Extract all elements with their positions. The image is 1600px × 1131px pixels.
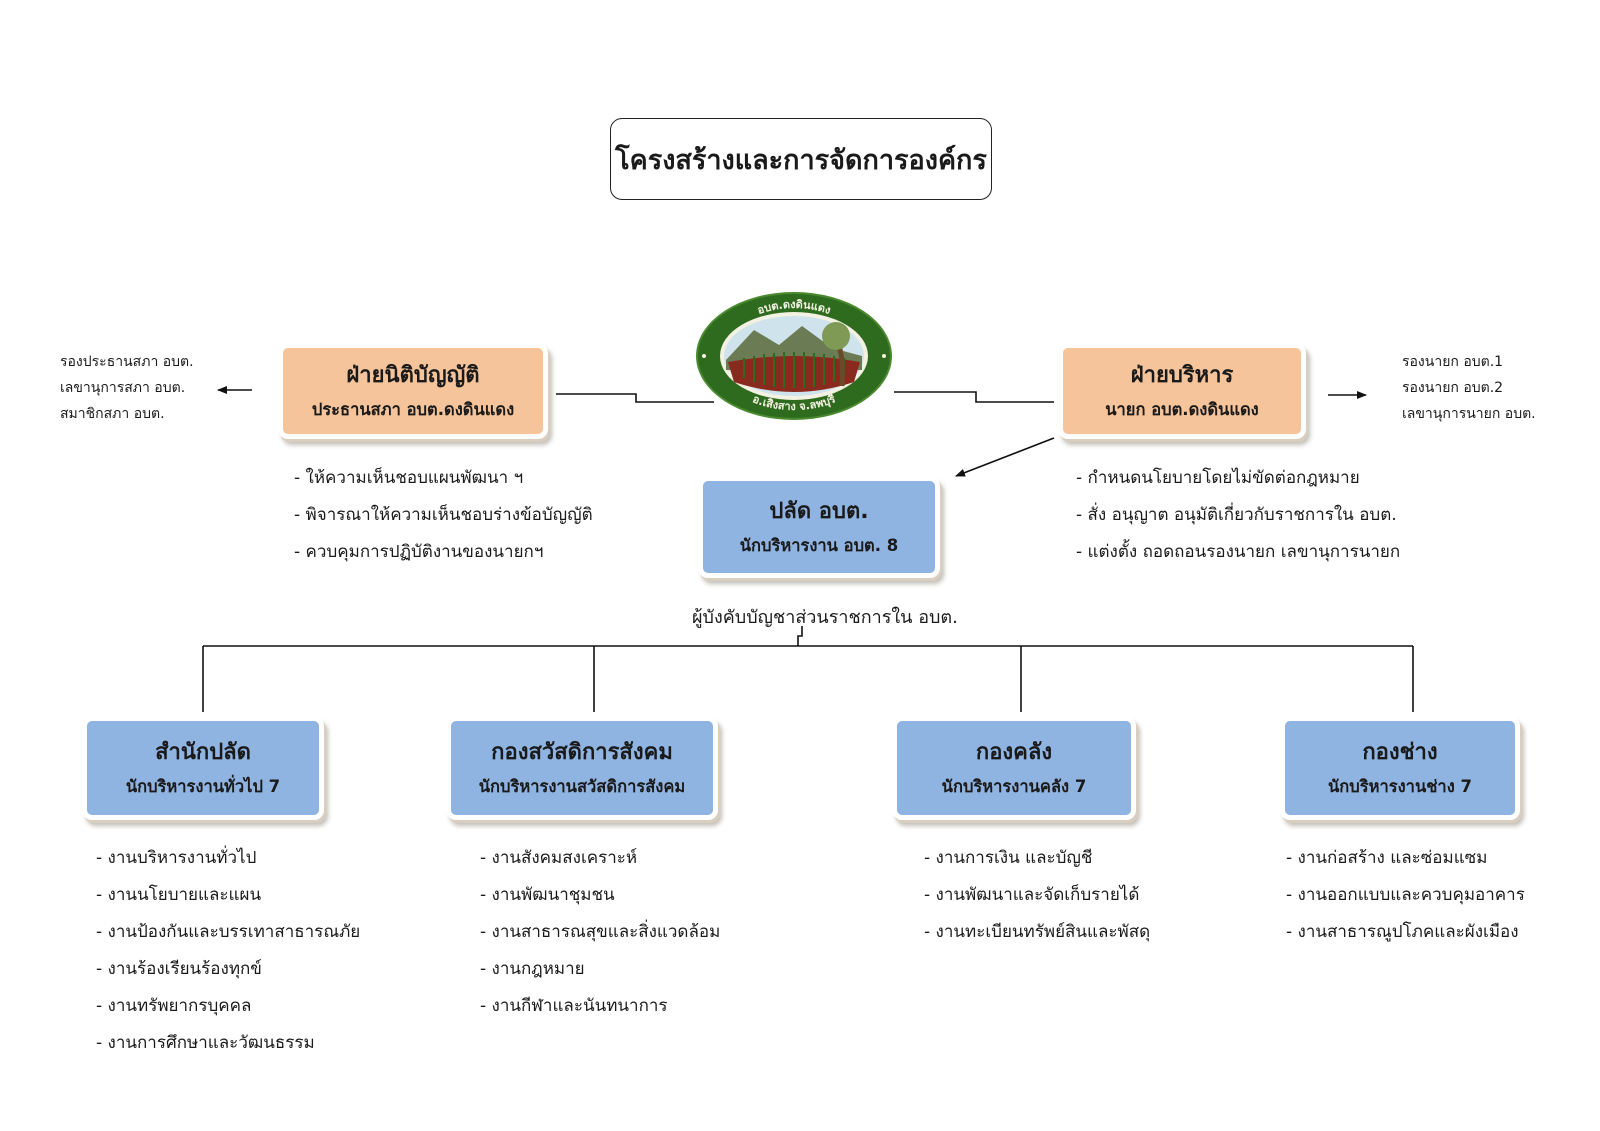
list-item: - สั่ง อนุญาต อนุมัติเกี่ยวกับราชการใน อ… [1076,505,1397,525]
division-subtitle: นักบริหารงานช่าง 7 [1328,776,1472,796]
list-item: - งานพัฒนาชุมชน [480,885,615,905]
list-item: เลขานุการสภา อบต. [60,380,186,396]
list-item: สมาชิกสภา อบต. [60,406,165,422]
list-item: - งานพัฒนาและจัดเก็บรายได้ [924,885,1140,905]
list-item: - งานทะเบียนทรัพย์สินและพัสดุ [924,922,1151,942]
list-item: - งานทรัพยากรบุคคล [96,996,252,1016]
legislative-side-list: รองประธานสภา อบต. เลขานุการสภา อบต. สมาช… [60,349,194,427]
svg-text:อบต.ดงดินแดง: อบต.ดงดินแดง [756,298,833,317]
list-item: - งานสาธารณูปโภคและผังเมือง [1286,922,1519,942]
division-node-welfare: กองสวัสดิการสังคม นักบริหารงานสวัสดิการส… [446,716,718,820]
palad-caption: ผู้บังคับบัญชาส่วนราชการใน อบต. [692,607,958,628]
list-item: เลขานุการนายก อบต. [1402,406,1536,422]
division-title: กองสวัสดิการสังคม [491,740,673,766]
list-item: - งานการศึกษาและวัฒนธรรม [96,1033,315,1053]
legislative-title: ฝ่ายนิติบัญญัติ [346,363,480,389]
list-item: - งานการเงิน และบัญชี [924,848,1093,868]
division-node-finance: กองคลัง นักบริหารงานคลัง 7 [892,716,1136,820]
executive-duties: - กำหนดนโยบายโดยไม่ขัดต่อกฎหมาย - สั่ง อ… [1076,460,1400,571]
palad-node: ปลัด อบต. นักบริหารงาน อบต. 8 [698,476,940,578]
division-subtitle: นักบริหารงานคลัง 7 [941,776,1087,796]
division-title: กองคลัง [975,740,1053,766]
list-item: - งานสาธารณสุขและสิ่งแวดล้อม [480,922,721,942]
division-tasks-engineering: - งานก่อสร้าง และซ่อมแซม - งานออกแบบและค… [1286,840,1525,951]
executive-title: ฝ่ายบริหาร [1130,363,1234,389]
executive-node: ฝ่ายบริหาร นายก อบต.ดงดินแดง [1058,343,1306,439]
division-subtitle: นักบริหารงานทั่วไป 7 [125,776,281,796]
legislative-logo-connector [556,393,714,403]
legislative-duties: - ให้ความเห็นชอบแผนพัฒนา ฯ - พิจารณาให้ค… [294,460,593,571]
division-tasks-office: - งานบริหารงานทั่วไป - งานนโยบายและแผน -… [96,840,360,1062]
division-tasks-welfare: - งานสังคมสงเคราะห์ - งานพัฒนาชุมชน - งา… [480,840,720,1025]
list-item: - งานร้องเรียนร้องทุกข์ [96,959,262,979]
list-item: รองประธานสภา อบต. [60,354,194,370]
list-item: - งานก่อสร้าง และซ่อมแซม [1286,848,1488,868]
palad-title: ปลัด อบต. [769,499,869,525]
executive-side-list: รองนายก อบต.1 รองนายก อบต.2 เลขานุการนาย… [1402,349,1536,427]
organization-logo: อบต.ดงดินแดง อ.เสิงสาง จ.ลพบุรี [694,290,894,422]
list-item: - งานออกแบบและควบคุมอาคาร [1286,885,1525,905]
logo-executive-connector [894,391,1054,403]
division-subtitle: นักบริหารงานสวัสดิการสังคม [478,776,686,796]
list-item: - กำหนดนโยบายโดยไม่ขัดต่อกฎหมาย [1076,468,1360,488]
list-item: - งานกีฬาและนันทนาการ [480,996,668,1016]
legislative-node: ฝ่ายนิติบัญญัติ ประธานสภา อบต.ดงดินแดง [278,343,548,439]
legislative-subtitle: ประธานสภา อบต.ดงดินแดง [311,399,515,419]
list-item: - ให้ความเห็นชอบแผนพัฒนา ฯ [294,468,524,488]
palad-subtitle: นักบริหารงาน อบต. 8 [739,535,899,555]
division-title: กองช่าง [1362,740,1438,766]
list-item: - งานกฎหมาย [480,959,585,979]
executive-subtitle: นายก อบต.ดงดินแดง [1105,399,1259,419]
division-node-office: สำนักปลัด นักบริหารงานทั่วไป 7 [82,716,324,820]
division-tasks-finance: - งานการเงิน และบัญชี - งานพัฒนาและจัดเก… [924,840,1150,951]
list-item: - ควบคุมการปฏิบัติงานของนายกฯ [294,542,544,562]
list-item: - งานป้องกันและบรรเทาสาธารณภัย [96,922,361,942]
division-node-engineering: กองช่าง นักบริหารงานช่าง 7 [1280,716,1520,820]
division-title: สำนักปลัด [155,740,251,766]
list-item: - แต่งตั้ง ถอดถอนรองนายก เลขานุการนายก [1076,542,1401,562]
executive-palad-arrow [955,437,1055,477]
page-title: โครงสร้างและการจัดการองค์กร [610,118,992,200]
list-item: - พิจารณาให้ความเห็นชอบร่างข้อบัญญัติ [294,505,593,525]
list-item: รองนายก อบต.1 [1402,354,1504,370]
list-item: รองนายก อบต.2 [1402,380,1504,396]
palad-bus-connector [797,626,803,646]
list-item: - งานสังคมสงเคราะห์ [480,848,638,868]
list-item: - งานบริหารงานทั่วไป [96,848,257,868]
logo-top-text: อบต.ดงดินแดง [756,298,833,317]
list-item: - งานนโยบายและแผน [96,885,262,905]
